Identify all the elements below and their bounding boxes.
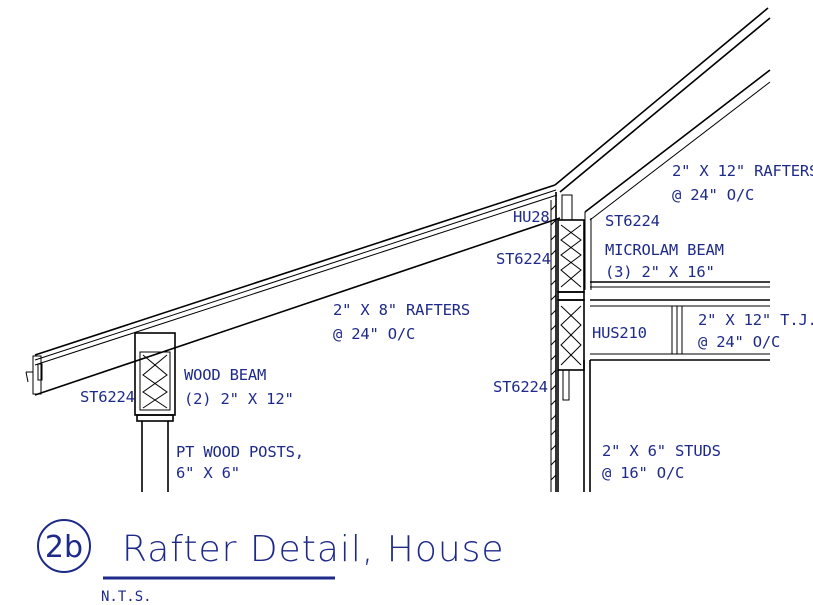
lower-roof-rafters bbox=[25, 184, 561, 396]
label-microlam-size: (3) 2" X 16" bbox=[605, 263, 715, 281]
label-studs: 2" X 6" STUDS bbox=[602, 442, 721, 460]
annotations: 2" X 12" RAFTERS @ 24" O/C HU28 ST6224 S… bbox=[80, 162, 813, 482]
label-wood-beam: WOOD BEAM bbox=[184, 366, 266, 384]
label-upper-rafters-spacing: @ 24" O/C bbox=[672, 186, 754, 204]
label-st6224-upper-right: ST6224 bbox=[605, 212, 660, 230]
upper-roof-rafters bbox=[554, 7, 771, 290]
label-tji-spacing: @ 24" O/C bbox=[698, 333, 780, 351]
detail-title: Rafter Detail, House bbox=[122, 529, 505, 570]
label-hus210: HUS210 bbox=[592, 324, 647, 342]
label-studs-spacing: @ 16" O/C bbox=[602, 464, 684, 482]
title-block: 2b Rafter Detail, House N.T.S. bbox=[37, 519, 505, 605]
detail-bubble bbox=[37, 519, 91, 573]
label-st6224-upper-left: ST6224 bbox=[496, 250, 551, 268]
label-tji-size: 2" X 12" T.J.I. bbox=[698, 311, 813, 329]
floor-tji-joists bbox=[590, 281, 770, 361]
label-upper-rafters-size: 2" X 12" RAFTERS bbox=[672, 162, 813, 180]
label-posts-size: 6" X 6" bbox=[176, 464, 240, 482]
wood-beam-and-post bbox=[134, 332, 176, 492]
label-microlam-beam: MICROLAM BEAM bbox=[605, 241, 724, 259]
label-hu28: HU28 bbox=[513, 208, 550, 226]
label-lower-rafters-size: 2" X 8" RAFTERS bbox=[333, 301, 470, 319]
label-wood-beam-size: (2) 2" X 12" bbox=[184, 390, 294, 408]
detail-number: 2b bbox=[45, 530, 83, 565]
wall-and-microlam-beam bbox=[550, 192, 591, 492]
label-st6224-lower: ST6224 bbox=[493, 378, 548, 396]
label-st6224-left: ST6224 bbox=[80, 388, 135, 406]
scale-note: N.T.S. bbox=[101, 589, 152, 605]
label-posts: PT WOOD POSTS, bbox=[176, 443, 304, 461]
label-lower-rafters-spacing: @ 24" O/C bbox=[333, 325, 415, 343]
